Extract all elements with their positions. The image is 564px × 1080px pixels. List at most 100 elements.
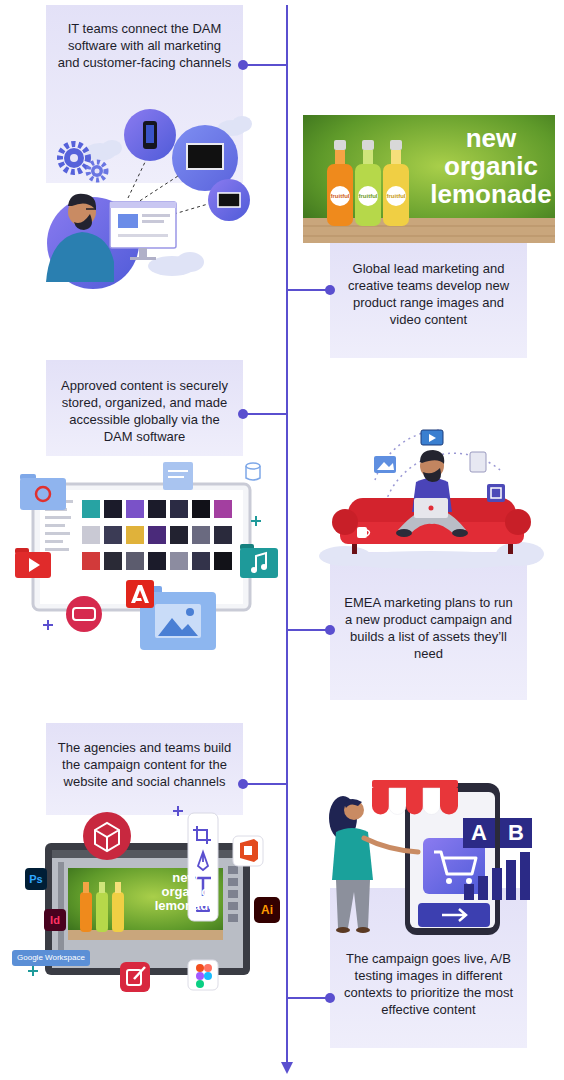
dam-library-illustration-part xyxy=(186,608,194,616)
dam-library-illustration-part xyxy=(246,466,260,480)
it-team-illustration-part xyxy=(86,208,96,210)
step-text: Global lead marketing and creative teams… xyxy=(330,260,527,328)
illustration-label: Google Workspace xyxy=(12,950,90,966)
product-photo-part xyxy=(334,140,346,150)
content-tools-illustration-part xyxy=(25,868,47,890)
timeline-part xyxy=(325,285,335,295)
dam-library-illustration-part xyxy=(126,552,144,570)
content-tools-illustration-part xyxy=(44,909,66,931)
dam-library-illustration-part xyxy=(82,526,100,544)
ab-testing-illustration-part xyxy=(423,788,440,815)
ab-testing-illustration-part xyxy=(506,860,516,900)
it-team-illustration-part xyxy=(118,234,168,237)
dam-library-illustration-part xyxy=(214,526,232,544)
ab-testing-illustration-part xyxy=(520,852,530,900)
it-team-illustration-part xyxy=(176,252,204,272)
content-tools-illustration-part xyxy=(83,882,89,893)
ab-testing-illustration-part xyxy=(406,788,423,815)
it-team-illustration-part xyxy=(118,214,138,228)
dam-library-illustration-part xyxy=(45,524,65,527)
it-team-illustration-part xyxy=(124,109,176,161)
content-tools-illustration-part xyxy=(228,866,238,874)
dam-library-illustration-part xyxy=(66,596,102,632)
sofa-worker-illustration-part xyxy=(332,509,358,535)
product-photo-part xyxy=(362,140,374,150)
ab-testing-illustration-part xyxy=(466,878,472,884)
dam-library-illustration-part xyxy=(104,500,122,518)
it-team-illustration-part xyxy=(208,179,250,221)
sofa-worker-illustration-part xyxy=(496,542,544,566)
step-text: Approved content is securely stored, org… xyxy=(46,377,243,445)
illustration-label: new organic lemonade xyxy=(428,124,554,208)
ab-testing-illustration-part xyxy=(442,909,466,921)
step-panel: The agencies and teams build the campaig… xyxy=(46,723,243,815)
dam-library-illustration-part xyxy=(43,620,53,630)
timeline-part xyxy=(281,1062,293,1074)
timeline-part xyxy=(243,783,287,785)
timeline-part xyxy=(243,64,287,66)
product-photo-part xyxy=(391,150,401,166)
dam-library-illustration-part xyxy=(240,548,278,578)
ab-testing-illustration-part xyxy=(372,780,458,788)
dam-library-illustration-part xyxy=(15,552,51,578)
sofa-worker-illustration-part xyxy=(505,509,531,535)
content-tools-illustration-part xyxy=(188,960,218,990)
dam-library-illustration-part xyxy=(104,526,122,544)
dam-library-illustration-part xyxy=(148,552,166,570)
ab-testing-illustration-part xyxy=(405,783,500,935)
product-photo-part xyxy=(390,140,402,150)
content-tools-illustration-part xyxy=(95,823,119,851)
content-tools-illustration-part xyxy=(228,914,238,922)
content-tools-illustration-part xyxy=(115,882,121,893)
product-photo-part xyxy=(383,164,409,226)
sofa-worker-illustration-part xyxy=(396,529,412,537)
dam-library-illustration-part xyxy=(192,526,210,544)
ab-testing-illustration-part xyxy=(336,927,350,933)
sofa-worker-illustration-part xyxy=(421,430,443,445)
it-team-illustration-part xyxy=(139,248,147,258)
illustration-label: Ai xyxy=(254,897,280,923)
timeline-part xyxy=(286,5,288,1064)
dam-library-illustration-part xyxy=(104,552,122,570)
it-team-illustration-part xyxy=(218,193,240,207)
it-team-illustration-part xyxy=(232,116,252,132)
timeline-part xyxy=(238,409,248,419)
it-team-illustration-part xyxy=(70,154,78,162)
content-tools-illustration-part xyxy=(99,882,105,893)
it-team-illustration-part xyxy=(130,257,156,260)
ab-testing-illustration-part xyxy=(492,868,502,900)
content-tools-illustration-part xyxy=(112,892,124,932)
it-team-illustration-part xyxy=(128,160,146,198)
dam-library-illustration-part xyxy=(168,476,184,478)
timeline-part xyxy=(287,629,330,631)
content-tools-illustration-part xyxy=(96,892,108,932)
sofa-worker-illustration-part xyxy=(340,522,524,544)
content-tools-illustration-part xyxy=(80,892,92,932)
sofa-worker-illustration-part xyxy=(487,484,505,502)
dam-library-illustration-part xyxy=(158,618,198,636)
ab-testing-illustration-part xyxy=(463,818,495,848)
dam-library-illustration-part xyxy=(73,608,95,620)
step-panel: Approved content is securely stored, org… xyxy=(46,360,243,456)
it-team-illustration-part xyxy=(174,204,208,214)
content-tools-illustration-part xyxy=(120,962,150,992)
content-tools-illustration-part xyxy=(196,980,204,988)
dam-library-illustration-part xyxy=(36,487,50,501)
content-tools-illustration-part xyxy=(196,964,204,972)
it-team-illustration-part xyxy=(91,165,103,177)
dam-library-illustration-part xyxy=(214,500,232,518)
step-panel: Global lead marketing and creative teams… xyxy=(330,243,527,358)
it-team-illustration-part xyxy=(88,162,106,180)
it-team-illustration-part xyxy=(143,121,157,149)
dam-library-illustration-part xyxy=(40,490,243,604)
ab-testing-illustration-part xyxy=(336,880,370,928)
timeline-part xyxy=(325,625,335,635)
sofa-worker-illustration-part xyxy=(429,506,434,511)
illustration-label: fruitful xyxy=(384,193,408,200)
product-photo-part xyxy=(327,164,353,226)
sofa-worker-illustration-part xyxy=(367,530,370,536)
sofa-worker-illustration xyxy=(319,430,544,569)
dam-library-illustration-part xyxy=(251,567,257,573)
timeline-part xyxy=(243,413,287,415)
